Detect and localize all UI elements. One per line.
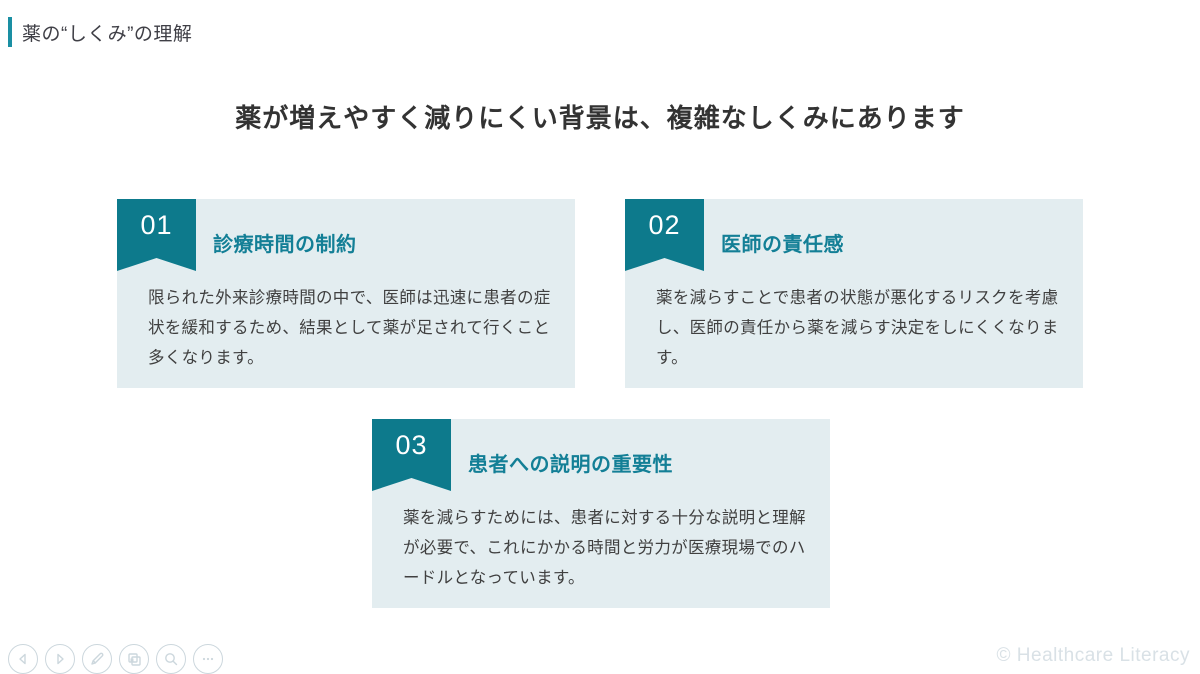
card-consultation-time: 01 診療時間の制約 限られた外来診療時間の中で、医師は迅速に患者の症状を緩和す… [117, 199, 575, 388]
card-body: 限られた外来診療時間の中で、医師は迅速に患者の症状を緩和するため、結果として薬が… [148, 289, 551, 367]
ellipsis-icon [202, 657, 214, 661]
viewer-toolbar [8, 644, 223, 674]
page-title: 薬が増えやすく減りにくい背景は、複雑なしくみにあります [235, 103, 965, 133]
card-doctor-responsibility: 02 医師の責任感 薬を減らすことで患者の状態が悪化するリスクを考慮し、医師の責… [625, 199, 1083, 388]
card-title: 診療時間の制約 [213, 234, 357, 256]
chevron-left-icon [19, 653, 26, 665]
slides-copy-icon [127, 652, 141, 666]
card-number: 01 [140, 210, 173, 240]
ribbon-badge: 03 [372, 419, 451, 491]
header-title: 薬の“しくみ”の理解 [22, 23, 193, 45]
previous-slide-button[interactable] [8, 644, 38, 674]
more-options-button[interactable] [193, 644, 223, 674]
slide-overview-button[interactable] [119, 644, 149, 674]
ribbon-badge: 01 [117, 199, 196, 271]
zoom-search-button[interactable] [156, 644, 186, 674]
card-patient-explanation: 03 患者への説明の重要性 薬を減らすためには、患者に対する十分な説明と理解が必… [372, 419, 830, 608]
card-body: 薬を減らすためには、患者に対する十分な説明と理解が必要で、これにかかる時間と労力… [403, 509, 806, 587]
slide-header: 薬の“しくみ”の理解 [8, 17, 192, 47]
card-title: 医師の責任感 [721, 234, 844, 256]
ribbon-badge: 02 [625, 199, 704, 271]
card-number: 03 [395, 430, 428, 460]
pen-annotate-button[interactable] [82, 644, 112, 674]
magnifier-icon [165, 653, 178, 666]
chevron-right-icon [57, 653, 64, 665]
card-number: 02 [648, 210, 681, 240]
copyright-watermark: © Healthcare Literacy [996, 645, 1190, 666]
next-slide-button[interactable] [45, 644, 75, 674]
header-accent-bar [8, 17, 12, 47]
card-body: 薬を減らすことで患者の状態が悪化するリスクを考慮し、医師の責任から薬を減らす決定… [656, 289, 1059, 367]
card-title: 患者への説明の重要性 [468, 454, 673, 476]
pen-icon [91, 652, 104, 665]
